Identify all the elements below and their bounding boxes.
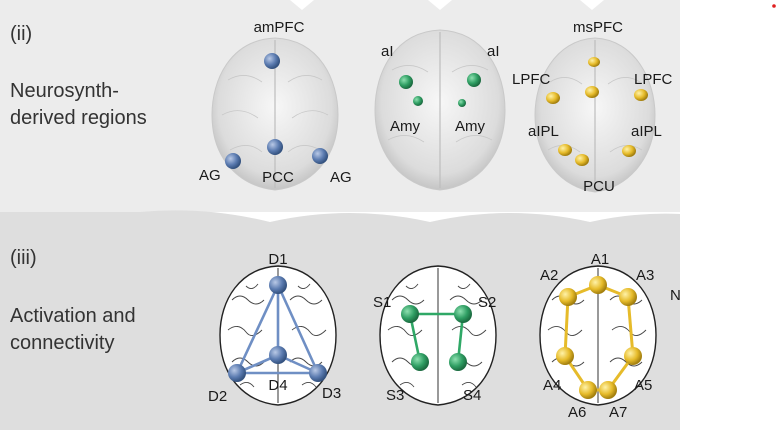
node-aipl-left (558, 144, 572, 156)
top-notch-3 (580, 0, 604, 10)
label-s2: S2 (478, 294, 496, 311)
section-ii-marker: (ii) (10, 23, 32, 45)
network-iii-frontoparietal: A1 A2 A3 A4 A5 A6 A7 N (539, 251, 681, 421)
label-ampfc: amPFC (254, 19, 305, 36)
top-notch-1 (290, 0, 314, 10)
label-s4: S4 (463, 387, 481, 404)
label-aipl-left: aIPL (528, 123, 559, 140)
node-a4 (556, 347, 574, 365)
section-iii-marker: (iii) (10, 247, 37, 269)
label-a1: A1 (591, 251, 609, 268)
section-ii-title-line1: Neurosynth- (10, 80, 119, 102)
node-ampfc (264, 53, 280, 69)
node-d4 (269, 346, 287, 364)
node-a7 (599, 381, 617, 399)
node-ag-left (225, 153, 241, 169)
node-pcc (267, 139, 283, 155)
label-ai-right: aI (487, 43, 500, 60)
label-a2: A2 (540, 267, 558, 284)
label-a5: A5 (634, 377, 652, 394)
node-aipl-right (622, 145, 636, 157)
brain-ii-salience: aI aI Amy Amy (374, 29, 506, 191)
section-iii-title-line2: connectivity (10, 332, 115, 354)
label-aipl-right: aIPL (631, 123, 662, 140)
corner-mark (772, 4, 776, 8)
label-amy-right: Amy (455, 118, 486, 135)
node-a3 (619, 288, 637, 306)
section-ii-title-line2: derived regions (10, 107, 147, 129)
node-ag-right (312, 148, 328, 164)
label-ag-left: AG (199, 167, 221, 184)
node-s4 (449, 353, 467, 371)
label-a7: A7 (609, 404, 627, 421)
label-amy-left: Amy (390, 118, 421, 135)
node-amy-right (458, 99, 466, 107)
section-iii-title-line1: Activation and (10, 305, 136, 327)
label-d4: D4 (268, 377, 287, 394)
node-s3 (411, 353, 429, 371)
node-pcu (575, 154, 589, 166)
label-cutoff-n: N (670, 287, 681, 304)
node-lpfc-mid (585, 86, 599, 98)
label-a6: A6 (568, 404, 586, 421)
network-iii-salience: S1 S2 S3 S4 (373, 265, 497, 406)
label-ag-right: AG (330, 169, 352, 186)
panel-iii-background (0, 210, 680, 430)
node-d3 (309, 364, 327, 382)
label-d3: D3 (322, 385, 341, 402)
node-a1 (589, 276, 607, 294)
node-ai-left (399, 75, 413, 89)
node-d2 (228, 364, 246, 382)
node-a2 (559, 288, 577, 306)
label-a4: A4 (543, 377, 561, 394)
label-ai-left: aI (381, 43, 394, 60)
node-amy-left (413, 96, 423, 106)
brain-ii-frontoparietal: msPFC LPFC LPFC aIPL aIPL PCU (512, 19, 673, 195)
node-a6 (579, 381, 597, 399)
label-s3: S3 (386, 387, 404, 404)
network-edges (563, 283, 635, 392)
node-s2 (454, 305, 472, 323)
label-pcu: PCU (583, 178, 615, 195)
node-lpfc-right (634, 89, 648, 101)
label-lpfc-left: LPFC (512, 71, 551, 88)
label-s1: S1 (373, 294, 391, 311)
brain-texture (221, 75, 329, 153)
label-a3: A3 (636, 267, 654, 284)
node-a5 (624, 347, 642, 365)
node-d1 (269, 276, 287, 294)
top-notch-2 (428, 0, 452, 10)
network-edges (235, 284, 320, 375)
node-ai-right (467, 73, 481, 87)
label-d2: D2 (208, 388, 227, 405)
network-iii-default-mode: D1 D2 D4 D3 (208, 251, 341, 406)
node-mspfc (588, 57, 600, 67)
brain-ii-default-mode: amPFC AG PCC AG (199, 19, 352, 191)
node-lpfc-left (546, 92, 560, 104)
label-mspfc: msPFC (573, 19, 623, 36)
label-pcc: PCC (262, 169, 294, 186)
label-d1: D1 (268, 251, 287, 268)
brain-texture (387, 65, 493, 143)
node-s1 (401, 305, 419, 323)
label-lpfc-right: LPFC (634, 71, 673, 88)
